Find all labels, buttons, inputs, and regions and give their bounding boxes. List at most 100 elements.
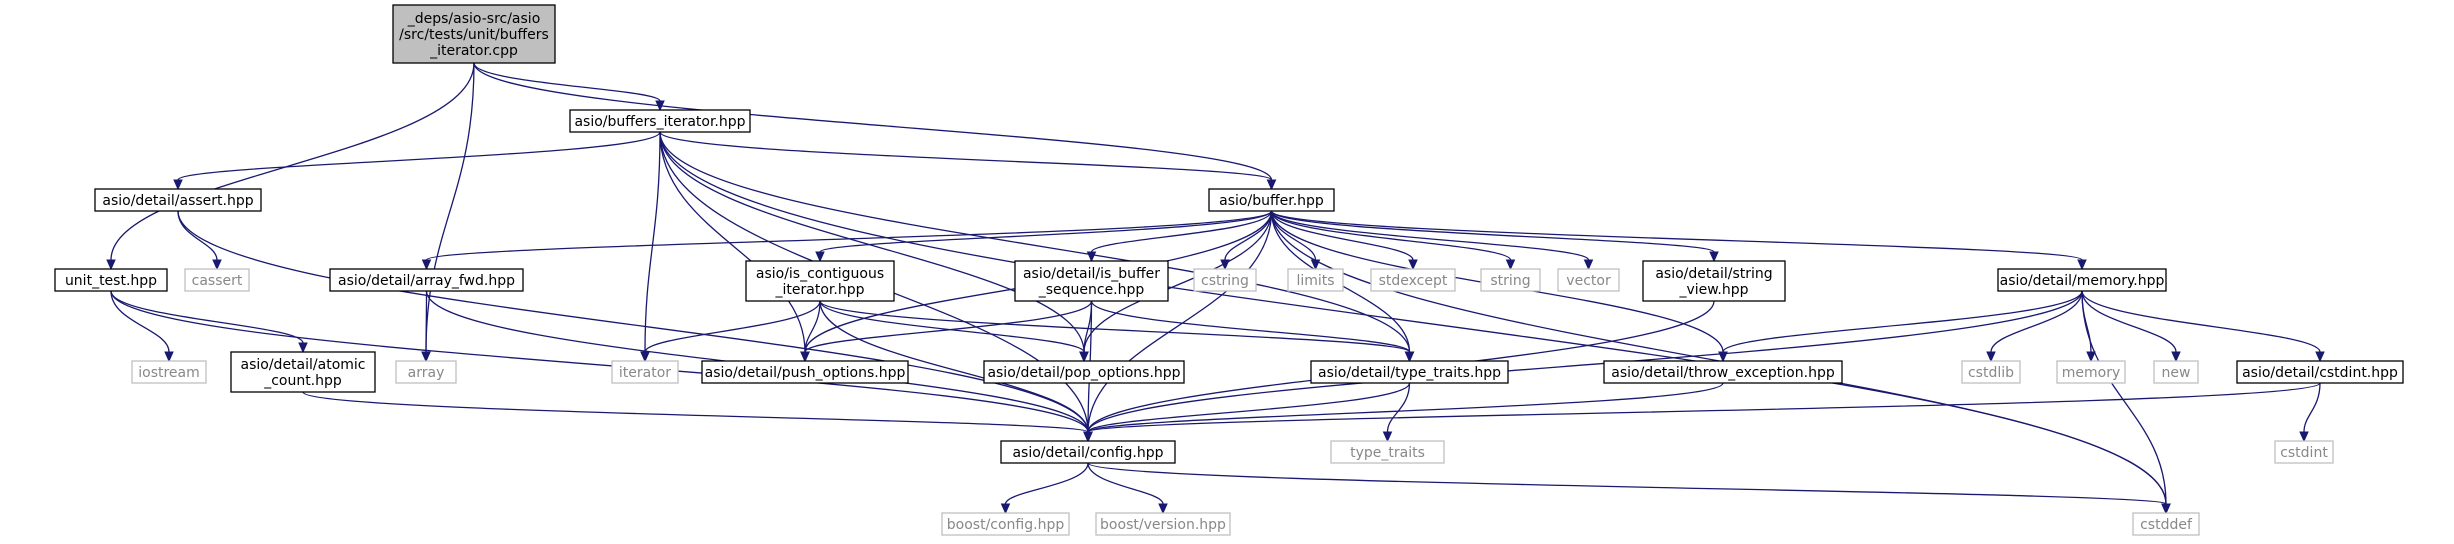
- node-box: [1557, 268, 1620, 292]
- edge-line: [1270, 210, 1414, 261]
- node-box: [2153, 360, 2199, 384]
- node-buffer[interactable]: asio/buffer.hpp: [1208, 188, 1335, 212]
- arrow-head: [2077, 259, 2087, 271]
- edge-line: [2081, 290, 2321, 353]
- edge-line: [1087, 290, 2083, 433]
- edge-is_buffer_seq-to-push_options: [800, 300, 1093, 363]
- edge-line: [1722, 290, 2083, 353]
- node-label: /src/tests/unit/buffers: [399, 27, 549, 43]
- node-box: [1997, 268, 2167, 292]
- node-box: [701, 360, 909, 384]
- edge-line: [2303, 382, 2321, 433]
- node-label: asio/detail/push_options.hpp: [705, 365, 906, 381]
- edge-memory_hpp-to-new: [2081, 290, 2181, 363]
- node-label: _count.hpp: [263, 373, 342, 389]
- arrow-head: [1079, 351, 1089, 363]
- node-label: iterator: [619, 365, 671, 381]
- node-iterator[interactable]: iterator: [611, 360, 679, 384]
- node-boost-config[interactable]: boost/config.hpp: [941, 512, 1070, 536]
- node-root[interactable]: _deps/asio-src/asio/src/tests/unit/buffe…: [392, 4, 556, 64]
- edge-root-to-unit_test: [106, 62, 475, 271]
- node-label: asio/detail/atomic: [241, 357, 366, 373]
- arrow-head: [1408, 259, 1418, 271]
- node-string-view[interactable]: asio/detail/string_view.hpp: [1642, 260, 1786, 302]
- node-cassert[interactable]: cassert: [184, 268, 250, 292]
- node-label: asio/detail/array_fwd.hpp: [338, 273, 515, 289]
- edge-memory_hpp-to-cstdlib: [1986, 290, 2083, 363]
- node-box: [611, 360, 679, 384]
- node-box: [1642, 260, 1786, 302]
- edge-cstdint_hpp-to-config: [1083, 382, 2321, 443]
- node-new[interactable]: new: [2153, 360, 2199, 384]
- node-stdexcept[interactable]: stdexcept: [1370, 268, 1456, 292]
- node-config[interactable]: asio/detail/config.hpp: [1000, 440, 1176, 464]
- node-cstdint-hpp[interactable]: asio/detail/cstdint.hpp: [2236, 360, 2404, 384]
- node-array-fwd[interactable]: asio/detail/array_fwd.hpp: [329, 268, 524, 292]
- node-box: [941, 512, 1070, 536]
- edge-config-to-cstddef: [1087, 462, 2171, 515]
- node-label: asio/detail/pop_options.hpp: [987, 365, 1180, 381]
- node-pop-options[interactable]: asio/detail/pop_options.hpp: [983, 360, 1185, 384]
- node-box: [1961, 360, 2021, 384]
- node-box: [1193, 268, 1257, 292]
- node-label: limits: [1296, 273, 1334, 289]
- edge-line: [1087, 462, 1164, 505]
- node-string[interactable]: string: [1480, 268, 1541, 292]
- node-box: [1287, 268, 1344, 292]
- node-box: [1480, 268, 1541, 292]
- node-box: [1095, 512, 1231, 536]
- edge-buffers_iterator-to-assert: [173, 131, 661, 191]
- node-label: asio/detail/config.hpp: [1012, 445, 1163, 461]
- node-label: asio/detail/type_traits.hpp: [1318, 365, 1501, 381]
- edge-buffers_iterator-to-pop_options: [659, 131, 1089, 363]
- node-label: _iterator.cpp: [429, 43, 518, 59]
- edge-array_fwd-to-array: [421, 290, 431, 363]
- node-box: [54, 268, 168, 292]
- node-label: asio/buffer.hpp: [1219, 193, 1324, 209]
- node-box: [569, 109, 751, 133]
- node-box: [392, 4, 556, 64]
- node-assert[interactable]: asio/detail/assert.hpp: [94, 188, 262, 212]
- node-is-contiguous[interactable]: asio/is_contiguous_iterator.hpp: [745, 260, 895, 302]
- node-box: [329, 268, 524, 292]
- edge-line: [1270, 210, 2083, 261]
- node-boost-version[interactable]: boost/version.hpp: [1095, 512, 1231, 536]
- node-buffers-iterator[interactable]: asio/buffers_iterator.hpp: [569, 109, 751, 133]
- node-unit-test[interactable]: unit_test.hpp: [54, 268, 168, 292]
- edge-line: [425, 62, 475, 353]
- node-vector[interactable]: vector: [1557, 268, 1620, 292]
- node-type-traits-hpp[interactable]: asio/detail/type_traits.hpp: [1310, 360, 1509, 384]
- node-label: cassert: [192, 273, 243, 289]
- edge-line: [1087, 382, 1411, 433]
- edge-line: [177, 131, 661, 181]
- edge-line: [819, 300, 1411, 353]
- node-atomic-count[interactable]: asio/detail/atomic_count.hpp: [230, 351, 376, 393]
- node-cstddef[interactable]: cstddef: [2132, 512, 2200, 536]
- node-box: [745, 260, 895, 302]
- node-label: asio/detail/is_buffer: [1023, 266, 1160, 282]
- node-iostream[interactable]: iostream: [131, 360, 207, 384]
- edge-line: [644, 131, 661, 353]
- node-memory[interactable]: memory: [2056, 360, 2126, 384]
- edge-root-to-array: [421, 62, 475, 363]
- node-type-traits[interactable]: type_traits: [1330, 440, 1445, 464]
- edge-line: [110, 62, 475, 261]
- arrow-head: [800, 351, 810, 363]
- node-label: _iterator.hpp: [775, 282, 865, 298]
- node-throw-exception[interactable]: asio/detail/throw_exception.hpp: [1603, 360, 1843, 384]
- node-box: [1310, 360, 1509, 384]
- node-array[interactable]: array: [395, 360, 457, 384]
- node-cstring[interactable]: cstring: [1193, 268, 1257, 292]
- node-limits[interactable]: limits: [1287, 268, 1344, 292]
- node-label: iostream: [138, 365, 200, 381]
- node-box: [1330, 440, 1445, 464]
- node-cstdint[interactable]: cstdint: [2274, 440, 2334, 464]
- node-label: type_traits: [1350, 445, 1425, 461]
- node-cstdlib[interactable]: cstdlib: [1961, 360, 2021, 384]
- edge-line: [659, 131, 1085, 353]
- node-label: asio/detail/assert.hpp: [102, 193, 253, 209]
- node-label: asio/buffers_iterator.hpp: [574, 114, 745, 130]
- node-memory-hpp[interactable]: asio/detail/memory.hpp: [1997, 268, 2167, 292]
- node-is-buffer-seq[interactable]: asio/detail/is_buffer_sequence.hpp: [1014, 260, 1169, 302]
- node-push-options[interactable]: asio/detail/push_options.hpp: [701, 360, 909, 384]
